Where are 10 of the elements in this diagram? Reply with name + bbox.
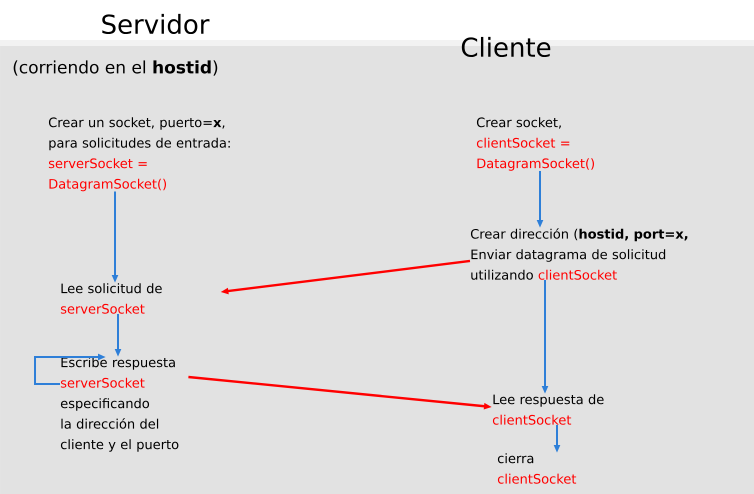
- step-text: Lee solicitud de serverSocket: [60, 283, 162, 314]
- heading: Cliente: [462, 36, 550, 58]
- step-text: cierra clientSocket: [498, 453, 576, 484]
- heading: (corriendo en el hostid): [14, 60, 218, 76]
- heading: Servidor: [102, 14, 210, 34]
- step-text: Crear un socket, puerto=x, para solicitudes de entrada: serverSocket = DatagramSocket(): [48, 117, 230, 192]
- step-text: Crear socket, clientSocket = DatagramSocket(): [476, 117, 594, 171]
- step-text: Escribe respuesta serverSocket especificando la dirección del cliente y el puerto: [60, 357, 178, 452]
- step-text: Crear dirección (hostid, port=x, Enviar datagrama de solicitud utilizando clientSocket: [470, 228, 688, 280]
- step-text: Lee respuesta de clientSocket: [492, 394, 604, 425]
